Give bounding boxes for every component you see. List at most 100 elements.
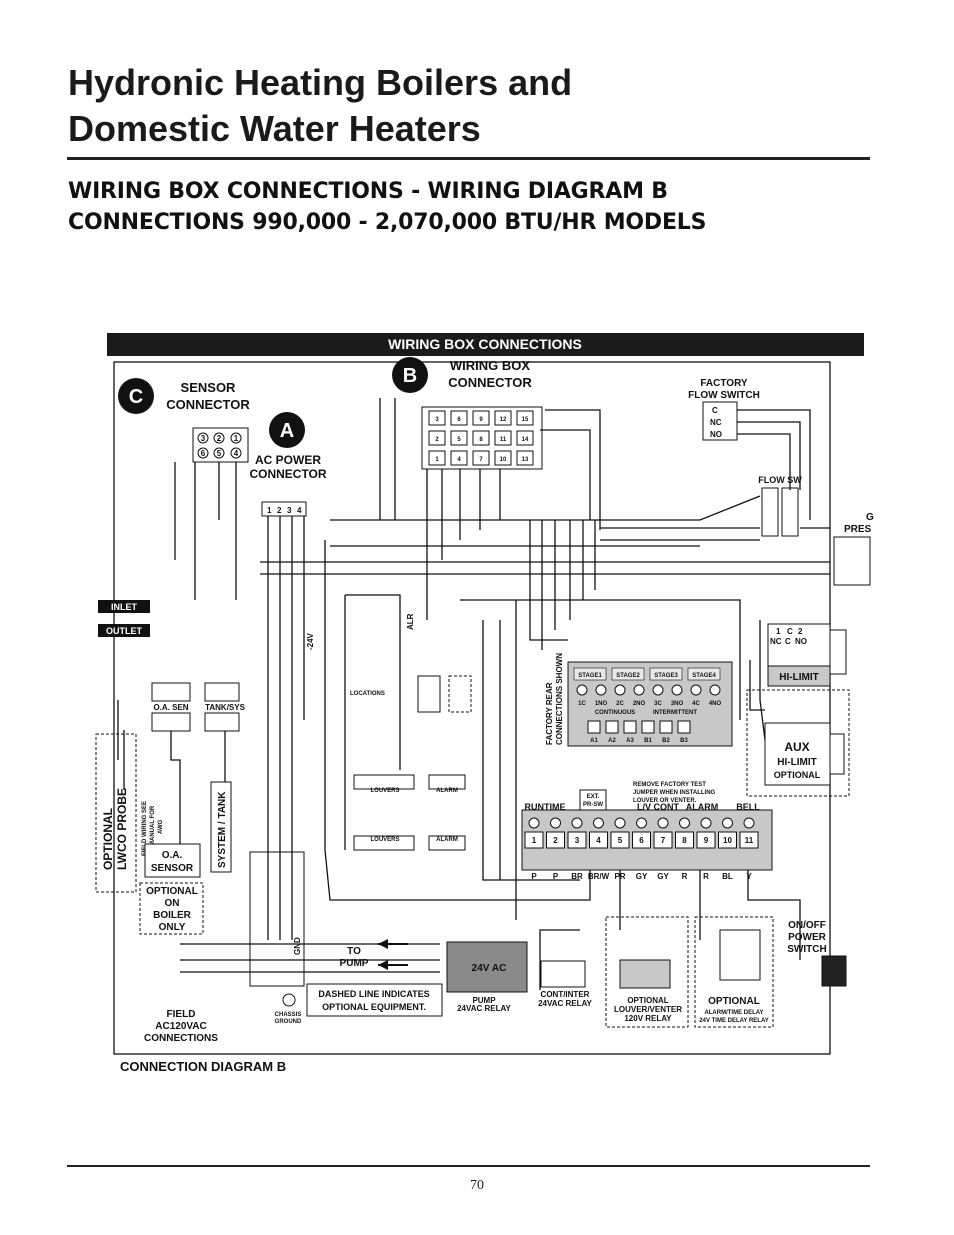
gas-pres-label-2: PRES (844, 524, 872, 535)
stage-term-label: 4C (692, 701, 700, 707)
ab-terminal-label: B3 (680, 738, 688, 744)
intermittent-label: INTERMITTENT (653, 710, 697, 716)
terminal-color: P (553, 872, 559, 881)
ac-pin-2: 2 (277, 506, 282, 515)
terminal-block (718, 831, 737, 849)
wb-pin-label: 2 (435, 437, 439, 443)
chassis-ground-screw (282, 993, 296, 1007)
optional-louver-label-3: 120V RELAY (624, 1014, 672, 1023)
optional-louver-label-1: OPTIONAL (627, 996, 668, 1005)
dashed-note-box (306, 983, 443, 1017)
terminal-screw (636, 817, 647, 829)
cont-inter-relay (540, 960, 586, 988)
terminal-block (739, 831, 759, 849)
wb-pin (494, 430, 512, 446)
cont-inter-relay-label-2: 24VAC RELAY (538, 999, 592, 1008)
terminal-block (653, 831, 673, 849)
sensor-pin-6: 6 (201, 449, 206, 458)
terminal-color: BL (722, 872, 733, 881)
stage-terminal (633, 684, 645, 696)
ac-power-label-2: CONNECTOR (249, 467, 326, 481)
oa-sen-plug (151, 712, 191, 732)
ab-terminal (623, 720, 637, 734)
badge-a (269, 412, 305, 448)
terminal-screw (722, 817, 733, 829)
to-pump-arrowhead-2 (378, 960, 388, 970)
time-delay-relay (719, 929, 761, 981)
terminal-group-bell: BELL (736, 802, 760, 812)
flow-switch-c: C (712, 406, 718, 415)
terminal-number: 2 (553, 836, 558, 845)
page-title: Hydronic Heating Boilers and Domestic Wa… (68, 60, 888, 152)
ab-terminal (677, 720, 691, 734)
stage-terminal (690, 684, 702, 696)
hi-limit-contact-1: 1 (776, 627, 781, 636)
factory-flow-switch (702, 401, 738, 441)
wb-pin (494, 410, 512, 426)
stage-terminal (671, 684, 683, 696)
stage-box (687, 667, 721, 681)
terminal-number: 11 (745, 836, 754, 845)
on-off-switch (821, 955, 847, 987)
aux-hi-limit-dashed (746, 689, 850, 797)
section-subtitle: WIRING BOX CONNECTIONS - WIRING DIAGRAM … (68, 176, 908, 238)
wiring-box-connector-label-2: CONNECTOR (448, 375, 532, 390)
stage-term-label: 3NO (671, 701, 684, 707)
stage-term-label: 1NO (595, 701, 608, 707)
wiring-box-connector-label-1: WIRING BOX (450, 358, 530, 373)
optional-alarm-label-2: ALARM/TIME DELAY (704, 1010, 763, 1016)
system-tank-label: SYSTEM / TANK (217, 791, 228, 868)
remove-note-1: REMOVE FACTORY TEST (633, 782, 706, 788)
terminal-screw (657, 817, 669, 829)
optional-alarm-label-3: 24V TIME DELAY RELAY (699, 1018, 768, 1024)
badge-c (118, 378, 154, 414)
sensor-pin-2: 2 (217, 434, 222, 443)
tank-sys-plug (204, 712, 240, 732)
louver-relay (619, 959, 671, 989)
ac-power-connector (261, 501, 307, 517)
wb-pin-label: 8 (479, 437, 483, 443)
field-wiring-note-2: MANUAL FOR (150, 805, 156, 846)
inlet-label: INLET (111, 602, 138, 612)
hi-limit-contact-c: C (787, 627, 793, 636)
wb-pin (516, 430, 534, 446)
wb-pin-label: 5 (457, 437, 461, 443)
louvers-connector-bottom (353, 835, 415, 851)
lwco-optional-label: OPTIONAL (101, 808, 115, 870)
chassis-ground-label-2: GROUND (275, 1019, 302, 1025)
stage-box (649, 667, 683, 681)
terminal-color: P (531, 872, 537, 881)
ab-terminal-label: A3 (626, 738, 634, 744)
pump-relay-label-1: PUMP (472, 996, 496, 1005)
terminal-color: R (703, 872, 709, 881)
optional-louver-dashed (605, 916, 689, 1028)
optional-on-boiler-box (139, 882, 204, 935)
stage-terminal (595, 684, 607, 696)
subtitle-line-1: WIRING BOX CONNECTIONS - WIRING DIAGRAM … (68, 179, 668, 204)
ab-terminal-label: B2 (662, 738, 670, 744)
terminal-group-lv-cont: L/V CONT (637, 802, 680, 812)
locations-label: LOCATIONS (350, 691, 385, 697)
wb-pin (450, 430, 468, 446)
terminal-color: GY (657, 872, 669, 881)
diagram-banner (107, 333, 864, 356)
wb-pin (472, 450, 490, 466)
aux-hi-limit (764, 722, 831, 786)
ab-terminal (605, 720, 619, 734)
stage-term-label: 2NO (633, 701, 646, 707)
hi-limit-contact-nc: NC (770, 637, 782, 646)
terminal-screw (550, 817, 561, 829)
flow-switch-nc: NC (710, 418, 722, 427)
ab-terminal-label: B1 (644, 738, 652, 744)
on-off-label-2: POWER (788, 932, 827, 943)
page-title-line-2: Domestic Water Heaters (68, 108, 481, 149)
ab-terminal (659, 720, 673, 734)
louvers-label-top: LOUVERS (370, 788, 399, 794)
factory-flow-switch-label-1: FACTORY (700, 378, 748, 389)
field-conn-label-2: AC120VAC (155, 1021, 207, 1032)
hi-limit-contact-c2: C (785, 637, 791, 646)
terminal-color: BR/W (588, 872, 610, 881)
wb-pin-label: 11 (500, 437, 507, 443)
